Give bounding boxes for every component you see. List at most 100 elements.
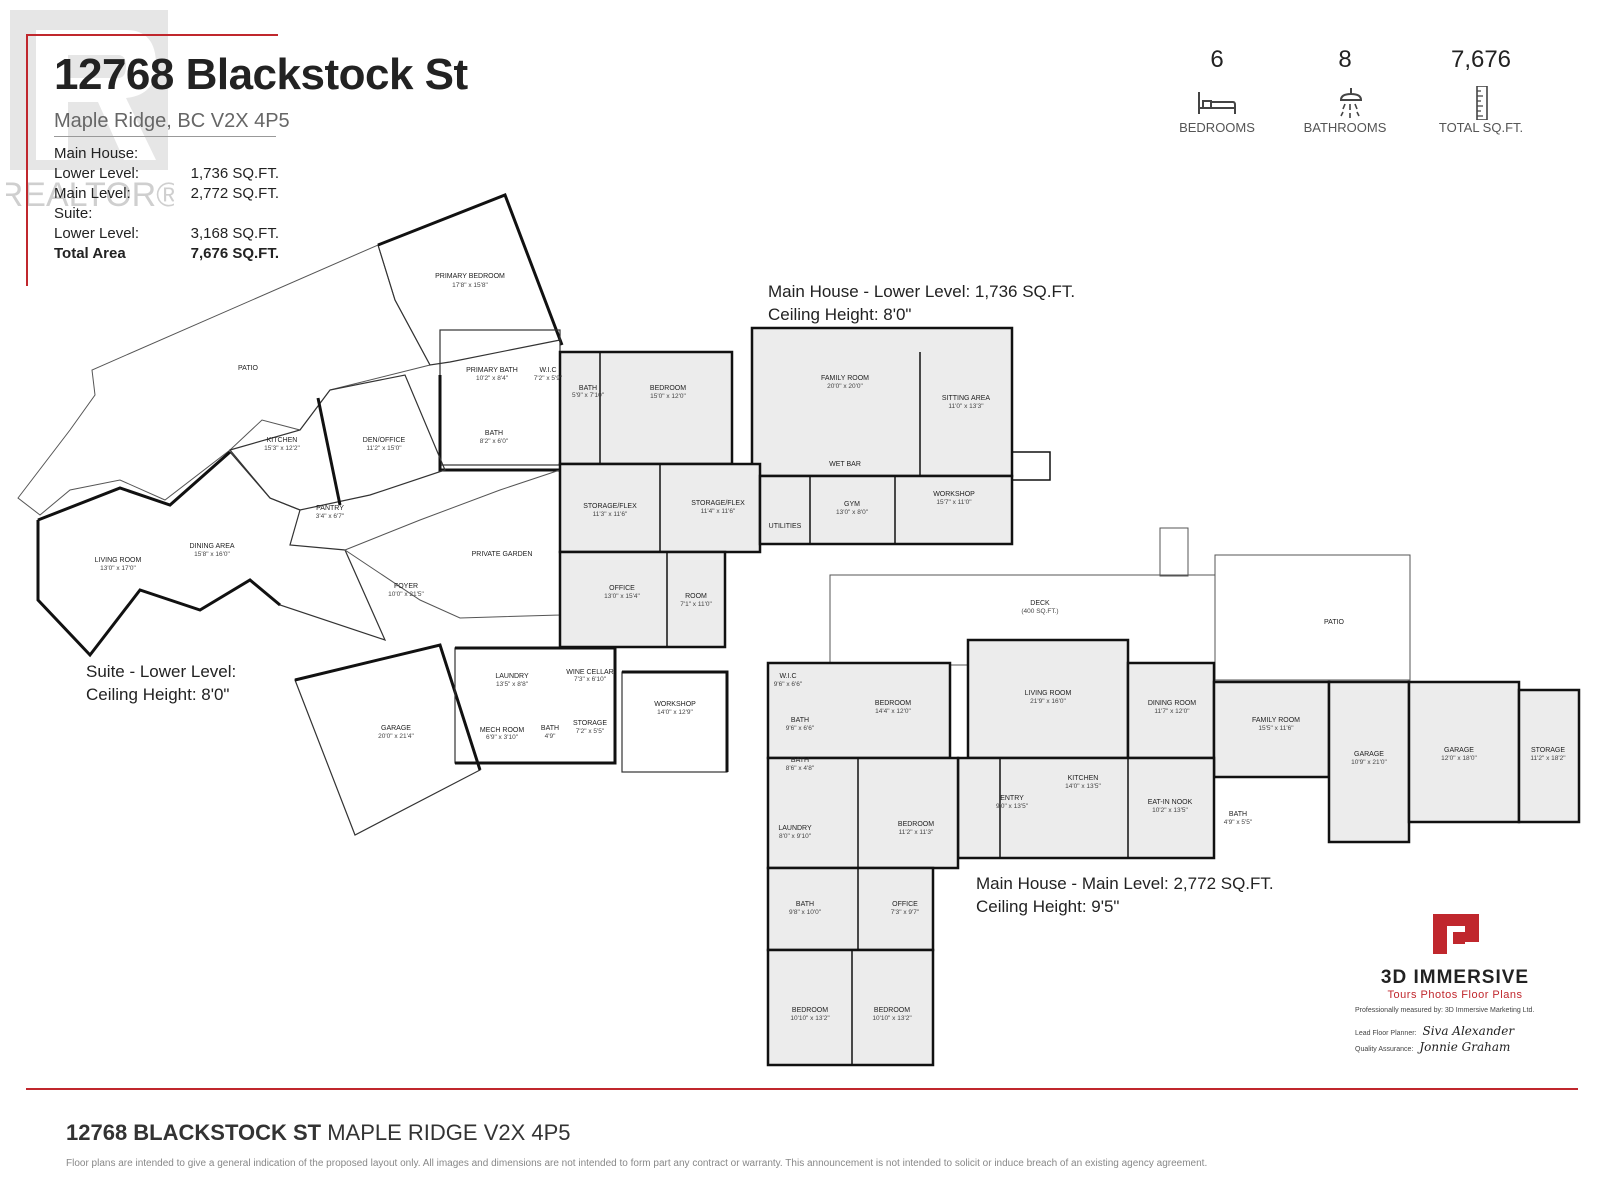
- svg-text:10'10" x 13'2": 10'10" x 13'2": [790, 1015, 830, 1022]
- footer-disclaimer: Floor plans are intended to give a gener…: [66, 1158, 1208, 1169]
- svg-text:17'8" x 15'8": 17'8" x 15'8": [452, 282, 488, 289]
- logo-tagline: Tours Photos Floor Plans: [1387, 989, 1523, 1001]
- room-office-main: OFFICE: [892, 901, 918, 908]
- main-main-label: Main Level:: [54, 185, 131, 202]
- room-primary-bedroom: PRIMARY BEDROOM: [435, 273, 505, 280]
- lower-family-block: [750, 326, 1014, 478]
- room-living-main: LIVING ROOM: [1025, 690, 1072, 697]
- logo-measured: Professionally measured by: 3D Immersive…: [1355, 1007, 1535, 1014]
- svg-text:9'6" x 6'6": 9'6" x 6'6": [786, 725, 815, 732]
- lead-planner-label: Lead Floor Planner:: [1355, 1030, 1417, 1037]
- main-main-note: Main House - Main Level: 2,772 SQ.FT. Ce…: [976, 872, 1274, 918]
- svg-text:11'7" x 12'0": 11'7" x 12'0": [1154, 708, 1190, 715]
- svg-text:20'0" x 21'4": 20'0" x 21'4": [378, 733, 414, 740]
- svg-text:4'9": 4'9": [545, 733, 556, 740]
- room-deck: DECK: [1030, 600, 1050, 607]
- logo-mark-icon: [1433, 914, 1479, 954]
- main-house-label: Main House:: [54, 145, 139, 162]
- subtitle-divider: [54, 136, 276, 137]
- suite-note-line2: Ceiling Height: 8'0": [86, 685, 230, 704]
- room-bath-tiny: BATH: [541, 725, 559, 732]
- room-room-lower: ROOM: [685, 593, 707, 600]
- qa-signature: Jonnie Graham: [1419, 1040, 1511, 1054]
- deck-stairs: [1159, 527, 1189, 577]
- svg-text:14'4" x 12'0": 14'4" x 12'0": [875, 708, 911, 715]
- room-garage-suite: GARAGE: [381, 725, 411, 732]
- svg-text:11'2" x 15'0": 11'2" x 15'0": [366, 445, 402, 452]
- room-laundry-suite: LAUNDRY: [495, 673, 529, 680]
- page-subtitle: Maple Ridge, BC V2X 4P5: [54, 110, 290, 132]
- stat-sqft: 7,676 TOTAL SQ.FT.: [1426, 46, 1536, 135]
- room-storage-main: STORAGE: [1531, 747, 1565, 754]
- main-bedroom1-block: [766, 661, 952, 760]
- svg-text:7'1" x 11'0": 7'1" x 11'0": [680, 601, 712, 608]
- footer-address-street: 12768 BLACKSTOCK ST: [66, 1120, 322, 1145]
- lower-gym-workshop-block: [758, 474, 1014, 546]
- logo-brand: 3D IMMERSIVE: [1380, 967, 1530, 988]
- room-living-suite: LIVING ROOM: [95, 557, 142, 564]
- suite-lower-value: 3,168 SQ.FT.: [190, 225, 279, 242]
- room-labels: PRIMARY BEDROOM 17'8" x 15'8" PATIO PRIM…: [95, 273, 1567, 1022]
- room-eat-in-nook: EAT-IN NOOK: [1148, 799, 1193, 806]
- main-lower-note-line2: Ceiling Height: 8'0": [768, 305, 912, 324]
- lower-bedroom-bath-block: [558, 350, 734, 466]
- main-main-value: 2,772 SQ.FT.: [190, 185, 279, 202]
- shower-icon: [1339, 88, 1363, 118]
- room-storage-flex1: STORAGE/FLEX: [583, 503, 637, 510]
- svg-text:12'0" x 18'0": 12'0" x 18'0": [1441, 755, 1477, 762]
- svg-text:7'3" x 9'7": 7'3" x 9'7": [891, 909, 920, 916]
- main-laundry-bedroom2-block: [766, 756, 960, 870]
- suite-note-line1: Suite - Lower Level:: [86, 662, 237, 681]
- svg-text:10'0" x 21'5": 10'0" x 21'5": [388, 591, 424, 598]
- room-gym: GYM: [844, 501, 860, 508]
- bedrooms-count: 6: [1210, 46, 1224, 73]
- room-laundry-main: LAUNDRY: [778, 825, 812, 832]
- room-bedroom-main4: BEDROOM: [874, 1007, 910, 1014]
- main-storage-block: [1517, 688, 1581, 824]
- sqft-count: 7,676: [1450, 46, 1512, 73]
- room-private-garden: PRIVATE GARDEN: [472, 551, 533, 558]
- suite-workshop-shape: [621, 671, 728, 773]
- main-lower-value: 1,736 SQ.FT.: [190, 165, 279, 182]
- svg-text:15'8" x 16'0": 15'8" x 16'0": [194, 551, 230, 558]
- main-lower-label: Lower Level:: [54, 165, 140, 182]
- main-lower-note-line1: Main House - Lower Level: 1,736 SQ.FT.: [768, 282, 1076, 301]
- footer-address-city: MAPLE RIDGE V2X 4P5: [321, 1120, 571, 1145]
- room-pantry: PANTRY: [316, 505, 344, 512]
- room-primary-bath: PRIMARY BATH: [466, 367, 518, 374]
- ruler-icon: [1476, 86, 1488, 120]
- room-wine-cellar: WINE CELLAR: [566, 669, 613, 676]
- qa-label: Quality Assurance:: [1355, 1046, 1414, 1053]
- svg-text:15'0" x 12'0": 15'0" x 12'0": [650, 393, 686, 400]
- room-bath-lower: BATH: [579, 385, 597, 392]
- svg-text:8'2" x 6'0": 8'2" x 6'0": [480, 438, 509, 445]
- footer-divider: [26, 1088, 1578, 1090]
- svg-text:20'0" x 20'0": 20'0" x 20'0": [827, 383, 863, 390]
- svg-text:21'9" x 16'0": 21'9" x 16'0": [1030, 698, 1066, 705]
- page-title: 12768 Blackstock St: [54, 50, 468, 99]
- svg-text:10'2" x 13'5": 10'2" x 13'5": [1152, 807, 1188, 814]
- svg-text:13'5" x 8'8": 13'5" x 8'8": [496, 681, 529, 688]
- main-main-note-line1: Main House - Main Level: 2,772 SQ.FT.: [976, 874, 1274, 893]
- room-garage-main1: GARAGE: [1354, 751, 1384, 758]
- room-wic-main: W.I.C: [779, 673, 796, 680]
- company-logo: 3D IMMERSIVE Tours Photos Floor Plans Pr…: [1355, 912, 1555, 1054]
- room-family-main: FAMILY ROOM: [1252, 717, 1300, 724]
- svg-text:3'4" x 6'7": 3'4" x 6'7": [316, 513, 345, 520]
- stat-bathrooms: 8 BATHROOMS: [1290, 46, 1400, 135]
- main-living-block: [966, 638, 1130, 760]
- header-frame: [26, 34, 278, 286]
- svg-text:7'3" x 6'10": 7'3" x 6'10": [574, 676, 607, 683]
- room-bath-main3: BATH: [1229, 811, 1247, 818]
- svg-text:9'6" x 6'6": 9'6" x 6'6": [774, 681, 803, 688]
- footer-address: 12768 BLACKSTOCK ST MAPLE RIDGE V2X 4P5: [66, 1120, 571, 1146]
- room-sitting-area: SITTING AREA: [942, 395, 991, 402]
- svg-text:7'2" x 5'5": 7'2" x 5'5": [576, 728, 605, 735]
- room-foyer: FOYER: [394, 583, 418, 590]
- room-workshop-lower: WORKSHOP: [933, 491, 975, 498]
- room-bath-main1: BATH: [791, 717, 809, 724]
- svg-text:14'0" x 12'9": 14'0" x 12'9": [657, 709, 693, 716]
- room-bath-suite: BATH: [485, 430, 503, 437]
- realtor-watermark-text: REALTOR®: [6, 176, 174, 210]
- main-dining-block: [1126, 661, 1216, 760]
